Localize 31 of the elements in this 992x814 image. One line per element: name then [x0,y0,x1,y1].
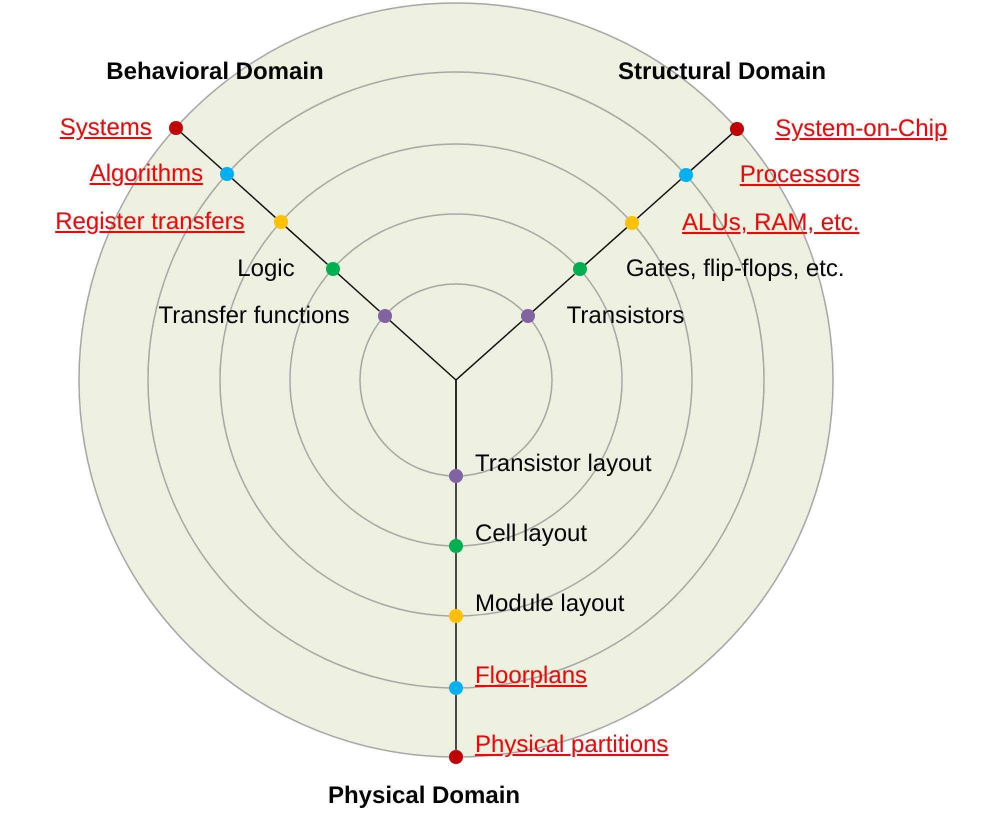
linked-level-label: Processors [740,162,860,187]
domain-heading: Structural Domain [618,60,826,84]
linked-level-label: Algorithms [90,162,204,186]
domain-heading: Behavioral Domain [106,60,324,84]
level-label: Logic [237,256,295,281]
level-label: Module layout [475,592,624,616]
axis-line [455,320,523,469]
axis-line [690,133,732,171]
linked-level-label: Physical partitions [475,733,668,757]
domain-heading: Physical Domain [328,784,520,808]
axis-line [232,178,276,218]
level-label: Transistors [566,304,684,328]
axis-line [584,227,628,266]
level-label: Gates, flip-flops, etc. [626,257,845,282]
linked-level-label: Register transfers [55,210,245,234]
axis-line [532,274,576,312]
linked-level-label: Systems [60,116,152,140]
axis-line [455,695,457,750]
axis-line [180,132,222,170]
axis-line [636,179,682,219]
level-label: Cell layout [475,522,588,546]
axis-line [455,483,457,539]
linked-level-label: System-on-Chip [775,117,948,142]
axis-line [455,553,457,609]
linked-level-label: ALUs, RAM, etc. [682,210,860,235]
level-label: Transistor layout [475,452,652,476]
axis-line [455,623,457,681]
level-label: Transfer functions [158,304,350,328]
axis-line [285,226,328,265]
linked-level-label: Floorplans [475,664,588,688]
axis-line [337,273,380,312]
